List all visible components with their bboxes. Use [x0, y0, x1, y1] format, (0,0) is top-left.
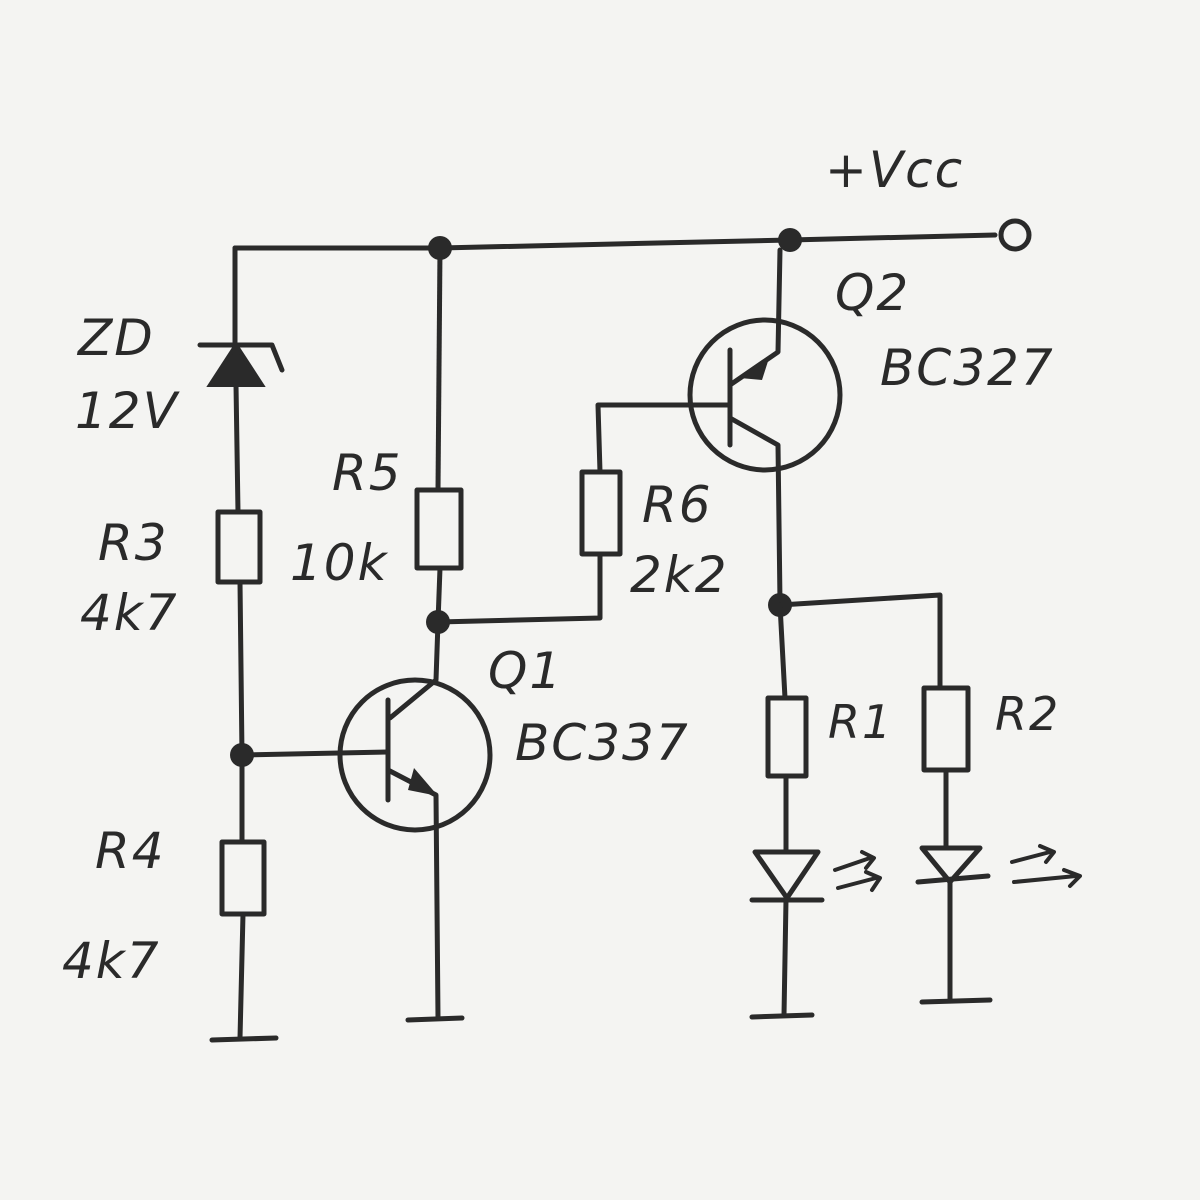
r6-value: 2k2: [630, 546, 729, 604]
r3-value: 4k7: [80, 584, 179, 642]
transistor-q2: [687, 247, 843, 605]
r4-value: 4k7: [62, 932, 161, 990]
led-2: [915, 844, 1082, 888]
resistor-r1: [765, 695, 809, 779]
zener-value: 12V: [75, 382, 181, 440]
resistor-r3: [215, 509, 263, 585]
r6-name: R6: [642, 476, 713, 534]
r4-name: R4: [95, 822, 166, 880]
r5-name: R5: [332, 444, 403, 502]
q2-name: Q2: [835, 264, 910, 322]
junction-dot: [778, 228, 802, 252]
led-1: [749, 849, 882, 903]
q2-stage: R6 2k2 Q2 BC327: [579, 247, 1055, 605]
supply-rail: +Vcc: [232, 141, 1032, 260]
r2-name: R2: [995, 687, 1060, 741]
resistor-r5: [414, 487, 464, 571]
r1-name: R1: [828, 695, 893, 749]
ground-symbol: [405, 1015, 465, 1023]
ground-symbol: [919, 997, 993, 1005]
vcc-terminal: [998, 218, 1032, 252]
emitter-arrow: [740, 355, 770, 380]
transistor-q1: [337, 677, 493, 1021]
r3-name: R3: [98, 514, 169, 572]
ground-symbol: [749, 1012, 815, 1020]
zener-name: ZD: [76, 309, 155, 367]
q1-name: Q1: [488, 642, 563, 700]
ground-symbol: [209, 1035, 279, 1043]
resistor-r6: [579, 469, 623, 557]
zener-diode: [197, 341, 285, 387]
q2-part: BC327: [880, 339, 1055, 397]
zener-branch: ZD 12V R3 4k7 R4 4k7: [62, 245, 285, 1043]
resistor-r2: [921, 685, 971, 773]
q1-stage: R5 10k Q1 BC337: [239, 245, 690, 1023]
led-outputs: R1 R2: [749, 592, 1082, 1020]
r5-value: 10k: [290, 534, 389, 592]
resistor-r4: [219, 839, 267, 917]
emitter-arrow: [408, 768, 438, 796]
vcc-label: +Vcc: [825, 141, 964, 199]
q1-part: BC337: [515, 714, 690, 772]
